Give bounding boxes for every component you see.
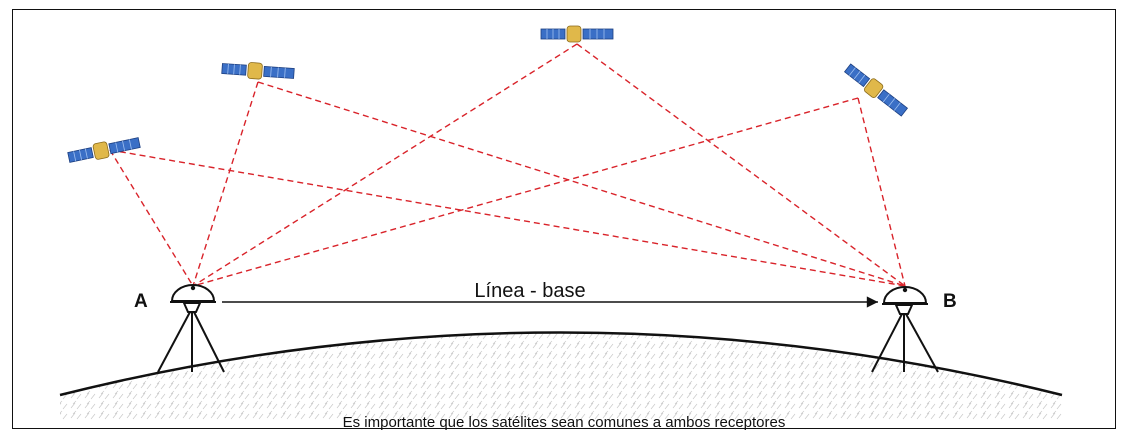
satellite-icon [540, 25, 614, 43]
satellite-icon [843, 63, 909, 117]
baseline-label: Línea - base [474, 280, 585, 302]
ray-sat2-to-b [257, 81, 906, 287]
tripod-icon [871, 304, 939, 373]
receiver-b-label: B [943, 291, 957, 312]
receiver-b [871, 286, 939, 373]
satellite-icon [67, 137, 141, 163]
receiver-a [157, 284, 225, 373]
diagram-caption: Es importante que los satélites sean com… [343, 414, 786, 431]
satellite-icon [221, 62, 295, 80]
ray-sat1-to-a [109, 149, 194, 287]
ray-sat4-to-b [857, 97, 906, 287]
ray-sat3-to-a [192, 43, 578, 287]
ray-sat2-to-a [192, 81, 259, 287]
earth-surface [59, 331, 1063, 420]
signal-rays [109, 43, 906, 287]
antenna-icon [882, 286, 928, 305]
ray-sat3-to-b [576, 43, 906, 287]
diagram-frame [12, 9, 1116, 429]
ray-sat1-to-b [109, 149, 906, 287]
antenna-icon [170, 284, 216, 303]
ray-sat4-to-a [192, 97, 859, 287]
receiver-a-label: A [134, 291, 148, 312]
tripod-icon [157, 302, 225, 373]
